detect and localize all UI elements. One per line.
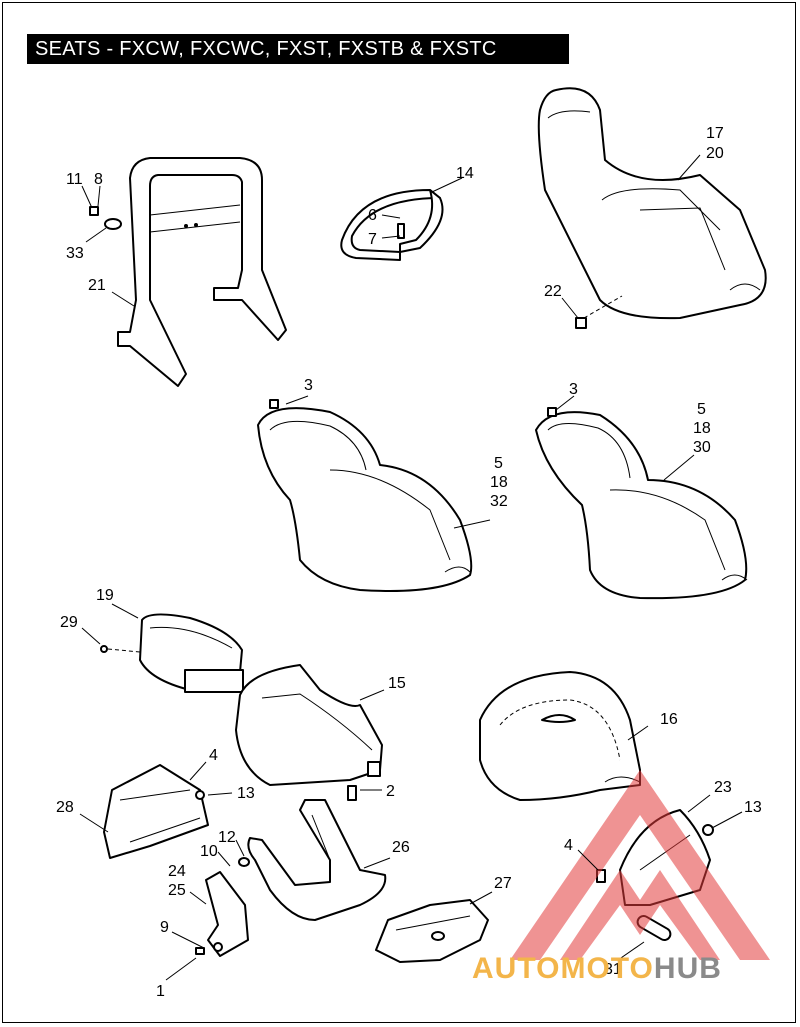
callout-9: 9 <box>160 919 169 936</box>
callout-8: 8 <box>94 171 103 188</box>
callout-19: 19 <box>96 587 114 604</box>
seat-strap-part <box>340 189 444 261</box>
callout-32: 32 <box>490 493 508 510</box>
bracket-part-24-25 <box>195 871 249 957</box>
callout-13a: 13 <box>237 785 255 802</box>
callout-5a: 5 <box>494 455 503 472</box>
callout-18a: 18 <box>490 474 508 491</box>
callout-30: 30 <box>693 439 711 456</box>
passenger-pad-part-19 <box>100 613 244 693</box>
callout-4a: 4 <box>209 747 218 764</box>
leader-lines <box>79 154 743 981</box>
callout-27: 27 <box>494 875 512 892</box>
callout-11: 11 <box>66 171 83 188</box>
bracket-part-26 <box>238 799 387 921</box>
callout-6: 6 <box>368 207 377 224</box>
callout-12: 12 <box>218 829 236 846</box>
watermark-text: AUTOMOTOHUB <box>472 952 722 985</box>
callout-21: 21 <box>88 277 106 294</box>
callout-1: 1 <box>156 983 165 1000</box>
screw-part-8-11 <box>89 206 99 216</box>
callout-29: 29 <box>60 614 78 631</box>
callout-5b: 5 <box>697 401 706 418</box>
panel-part-27 <box>375 899 489 963</box>
washer-part <box>104 218 122 230</box>
callout-3a: 3 <box>304 377 313 394</box>
callout-18b: 18 <box>693 420 711 437</box>
seat-part-15 <box>235 664 383 786</box>
page-title: SEATS - FXCW, FXCWC, FXST, FXSTB & FXSTC <box>27 34 569 64</box>
callout-20: 20 <box>706 145 724 162</box>
watermark-auto: AUTO <box>472 952 560 985</box>
callout-25: 25 <box>168 882 186 899</box>
seat-part-5-18-32 <box>257 399 473 592</box>
sissy-bar-part <box>117 157 287 387</box>
callout-23: 23 <box>714 779 732 796</box>
seat-part-16 <box>479 671 641 801</box>
bracket-part-28 <box>103 764 209 859</box>
watermark-moto: MOTO <box>560 952 653 985</box>
callout-2: 2 <box>386 783 395 800</box>
callout-24: 24 <box>168 863 186 880</box>
callout-15: 15 <box>388 675 406 692</box>
callout-33: 33 <box>66 245 84 262</box>
callout-4b: 4 <box>564 837 573 854</box>
callout-7: 7 <box>368 231 377 248</box>
seat-part-5-18-30 <box>535 407 748 600</box>
nut-part-22 <box>575 295 623 329</box>
callout-22: 22 <box>544 283 562 300</box>
callout-3b: 3 <box>569 381 578 398</box>
callout-26: 26 <box>392 839 410 856</box>
callout-16: 16 <box>660 711 678 728</box>
seat-part-17-20 <box>537 87 767 320</box>
callout-28: 28 <box>56 799 74 816</box>
callout-31: 31 <box>604 961 622 978</box>
callout-13b: 13 <box>744 799 762 816</box>
callout-14: 14 <box>456 165 474 182</box>
callout-17: 17 <box>706 125 724 142</box>
callout-10: 10 <box>200 843 218 860</box>
watermark-hub: HUB <box>654 952 722 985</box>
watermark-logo <box>510 770 770 960</box>
screw-part-2 <box>347 785 357 801</box>
callout-labels: 11 8 33 21 14 6 7 17 20 22 3 5 18 32 3 5… <box>56 125 762 1000</box>
